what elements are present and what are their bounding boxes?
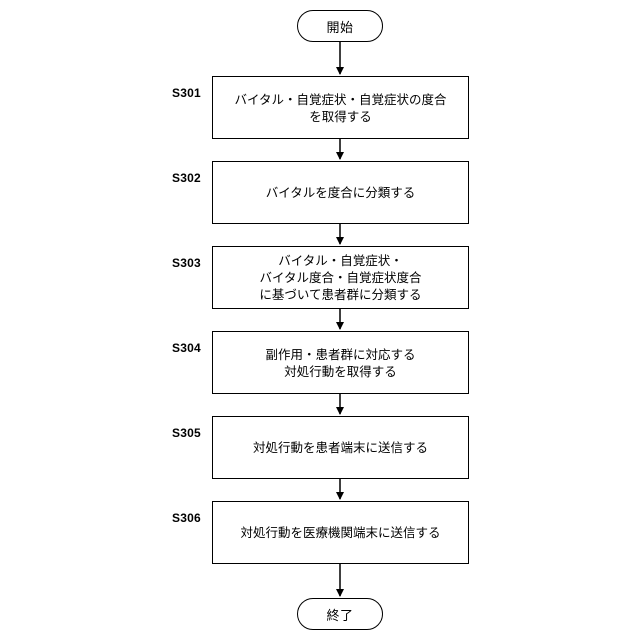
process-box-s301: バイタル・自覚症状・自覚症状の度合 を取得する <box>212 76 469 139</box>
step-id-s302: S302 <box>172 171 201 185</box>
process-text-s304: 副作用・患者群に対応する 対処行動を取得する <box>265 346 415 380</box>
step-id-s303: S303 <box>172 256 201 270</box>
process-box-s305: 対処行動を患者端末に送信する <box>212 416 469 479</box>
step-id-s301: S301 <box>172 86 201 100</box>
end-terminal: 終了 <box>297 598 383 630</box>
step-id-s305: S305 <box>172 426 201 440</box>
process-box-s302: バイタルを度合に分類する <box>212 161 469 224</box>
start-terminal: 開始 <box>297 10 383 42</box>
process-text-s301: バイタル・自覚症状・自覚症状の度合 を取得する <box>234 91 446 125</box>
end-label: 終了 <box>326 605 353 624</box>
process-text-s306: 対処行動を医療機関端末に送信する <box>240 524 440 541</box>
process-box-s304: 副作用・患者群に対応する 対処行動を取得する <box>212 331 469 394</box>
process-text-s305: 対処行動を患者端末に送信する <box>253 439 428 456</box>
process-box-s303: バイタル・自覚症状・ バイタル度合・自覚症状度合 に基づいて患者群に分類する <box>212 246 469 309</box>
process-text-s302: バイタルを度合に分類する <box>266 184 416 201</box>
process-text-s303: バイタル・自覚症状・ バイタル度合・自覚症状度合 に基づいて患者群に分類する <box>259 252 421 303</box>
process-box-s306: 対処行動を医療機関端末に送信する <box>212 501 469 564</box>
step-id-s306: S306 <box>172 511 201 525</box>
start-label: 開始 <box>326 17 353 36</box>
step-id-s304: S304 <box>172 341 201 355</box>
